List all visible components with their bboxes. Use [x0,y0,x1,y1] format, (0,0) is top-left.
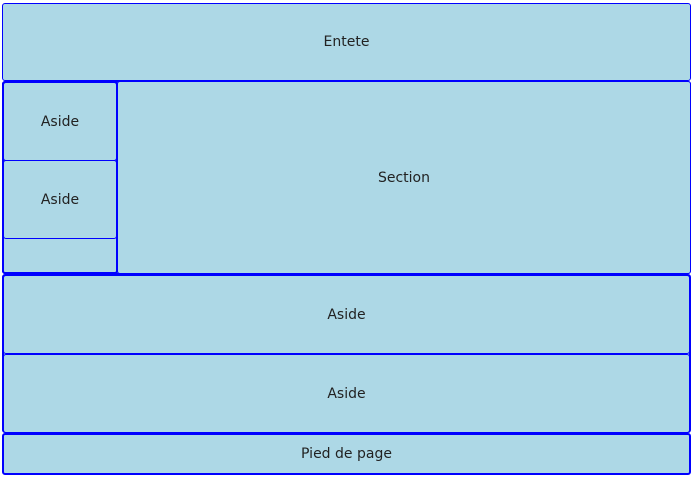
footer: Pied de page [2,433,691,475]
main-row: Aside Aside Section [2,81,691,274]
left-column: Aside Aside [2,81,118,274]
aside-label: Aside [327,306,366,323]
aside-label: Aside [40,113,80,130]
header-label: Entete [323,34,370,50]
aside-label: Aside [40,191,80,208]
aside-left-1: Aside [3,82,117,161]
section-label: Section [377,169,430,186]
bottom-asides: Aside Aside [2,274,691,433]
header: Entete [2,3,691,81]
aside-bottom-1: Aside [3,275,690,354]
aside-bottom-2: Aside [3,354,690,433]
aside-label: Aside [327,385,366,402]
section: Section [117,81,691,274]
aside-left-2: Aside [3,160,117,239]
footer-label: Pied de page [301,446,392,462]
